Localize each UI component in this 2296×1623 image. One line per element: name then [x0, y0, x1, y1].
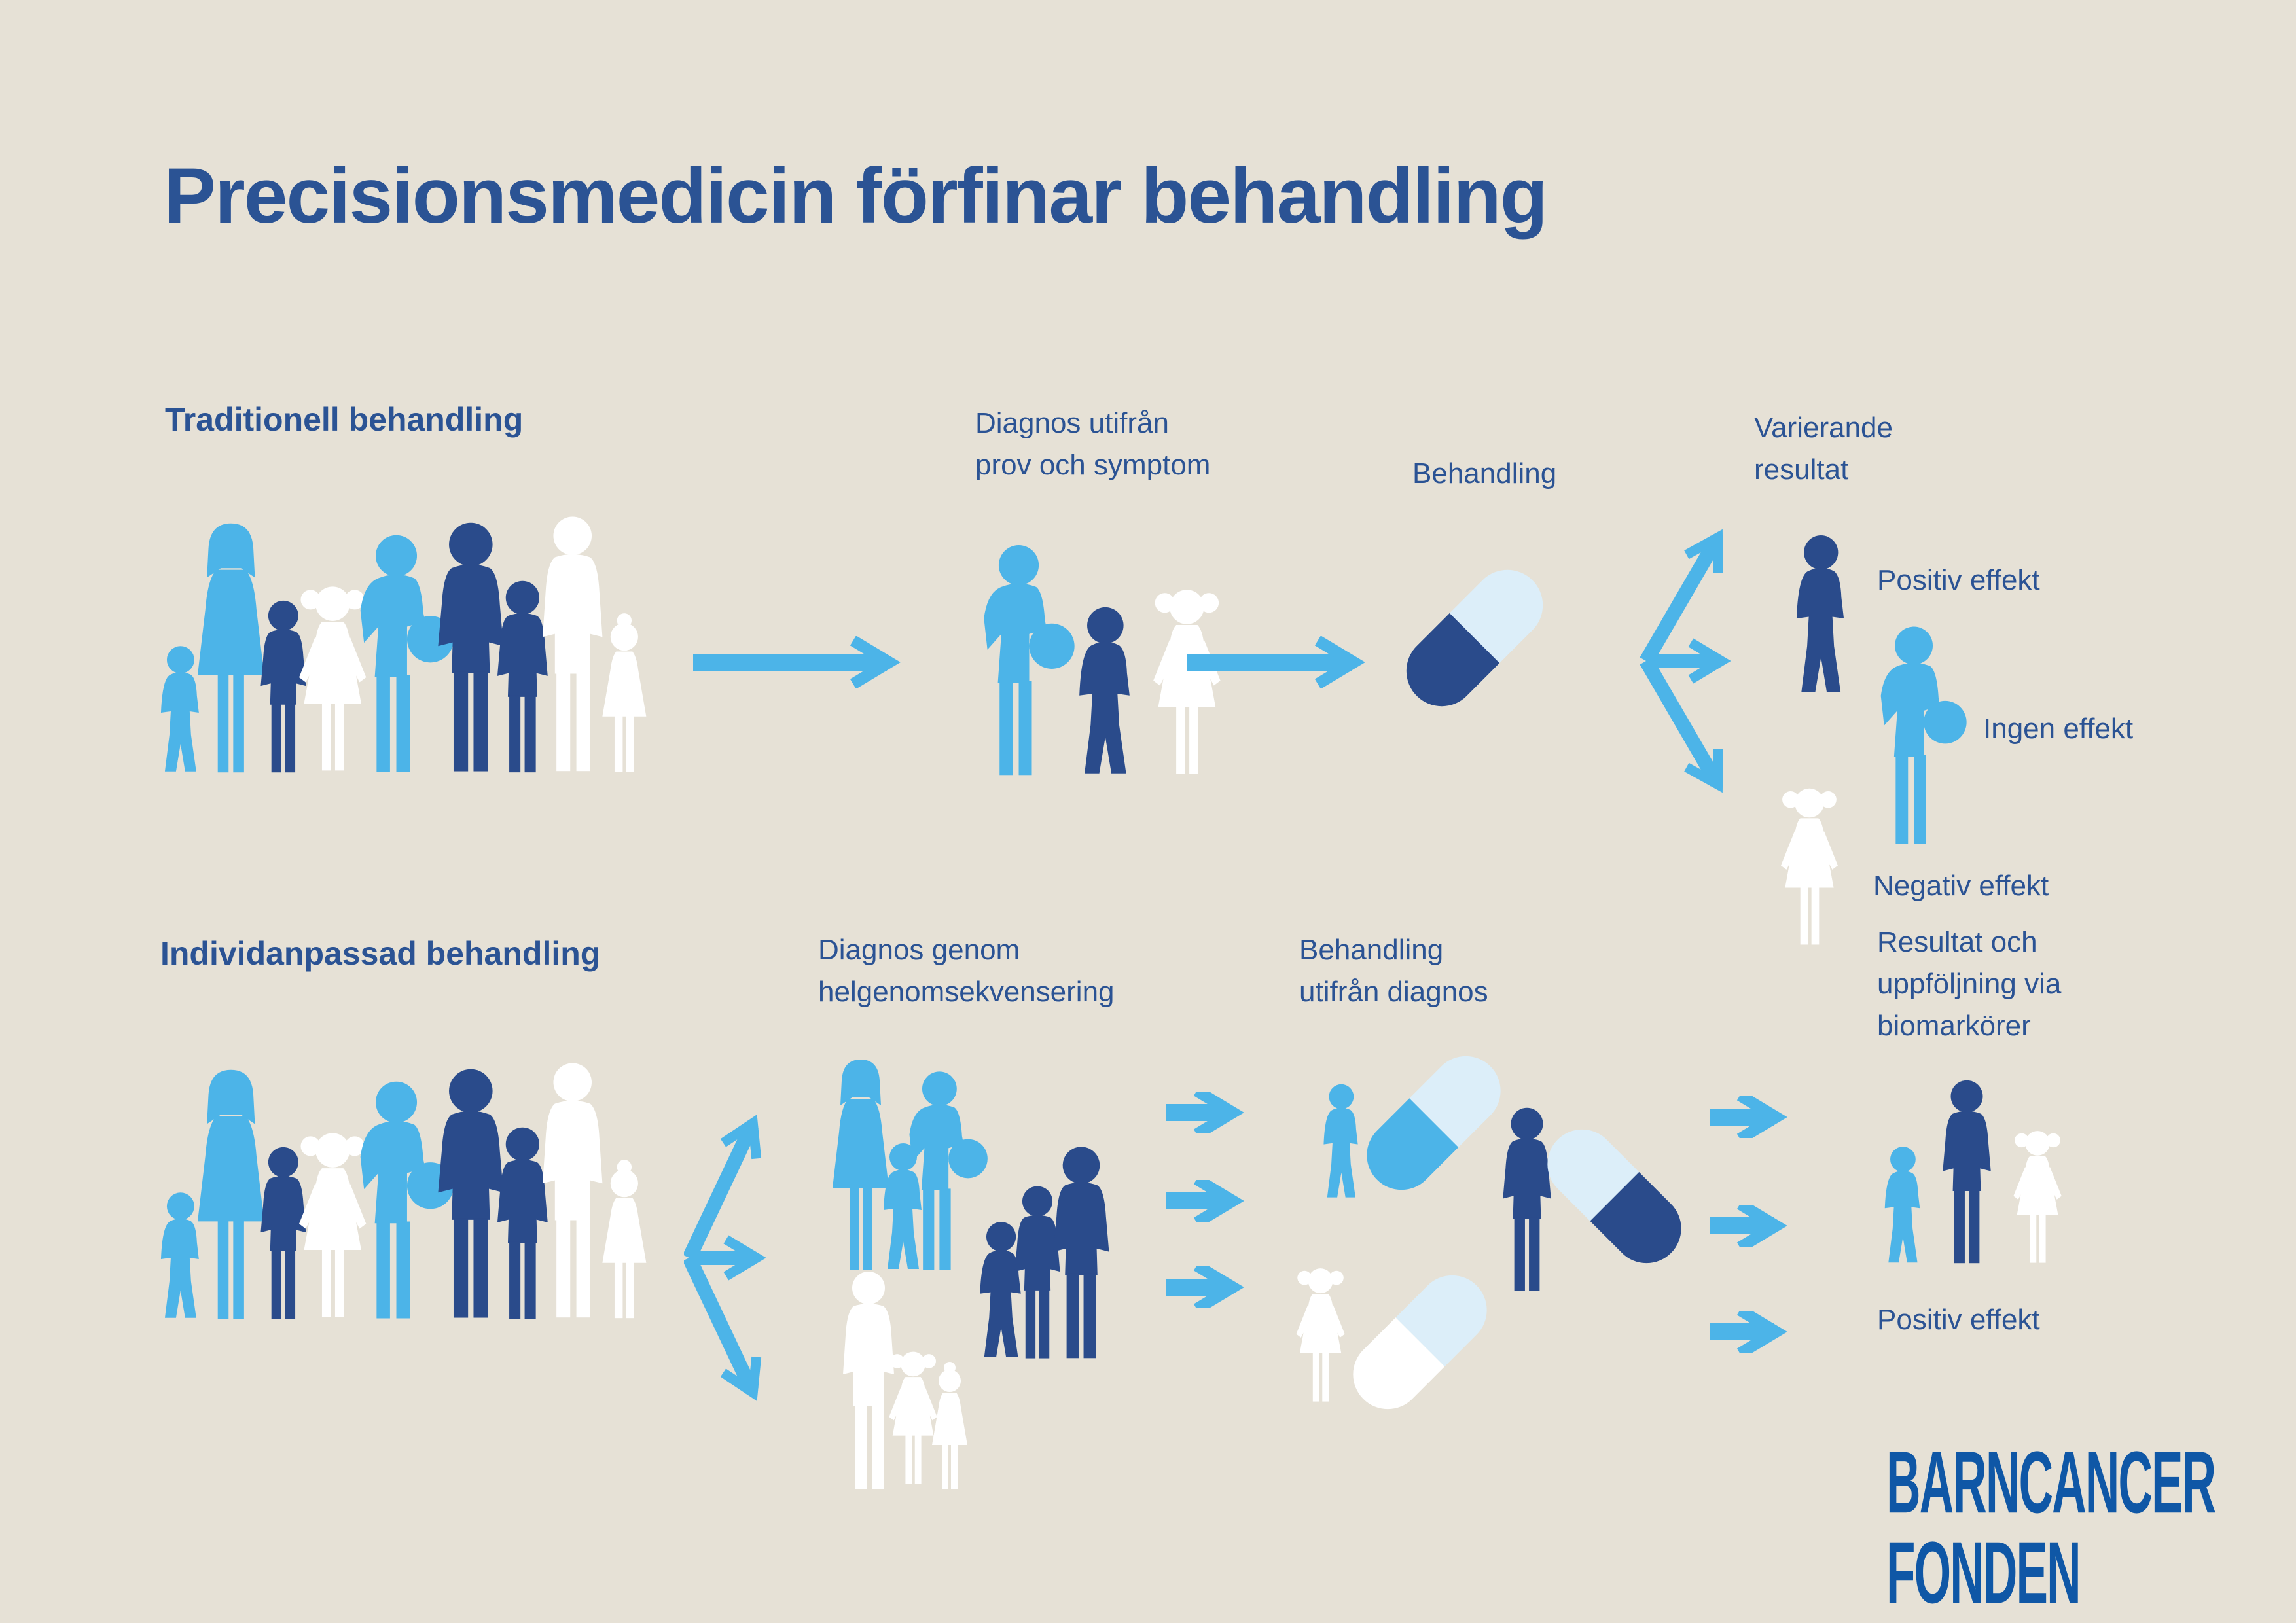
result-group-individual [1875, 1077, 2072, 1266]
arrow-right-icon [1187, 636, 1365, 688]
logo-line-2: FONDEN [1886, 1524, 2081, 1622]
toddler-icon [1784, 533, 1857, 697]
arrow-right-icon [1166, 1266, 1244, 1308]
boy-with-ball-icon [1873, 625, 1967, 847]
toddler-icon [1875, 1145, 1929, 1266]
girl-pigtails-icon [1770, 782, 1850, 949]
boy-icon [1043, 1145, 1120, 1361]
section-title-traditional: Traditionell behandling [165, 401, 524, 438]
arrow-right-icon [1710, 1205, 1787, 1247]
patient-group-traditional [151, 520, 661, 776]
label-treatment-individual: Behandling utifrån diagnos [1299, 934, 1488, 1008]
girl-bun-icon [588, 1158, 661, 1322]
sequenced-group-white [831, 1270, 979, 1492]
label-varying-results: Varierande resultat [1754, 412, 1893, 486]
patient-group-individual [151, 1067, 661, 1322]
label-negative-effect: Negativ effekt [1873, 870, 2049, 902]
girl-pigtails-icon [1287, 1263, 1355, 1405]
section-title-individual: Individanpassad behandling [160, 935, 601, 972]
label-results-biomarkers: Resultat och uppföljning via biomarkörer [1877, 926, 2062, 1042]
pill-icon [1352, 1041, 1515, 1205]
label-no-effect: Ingen effekt [1983, 713, 2134, 745]
label-diagnosis-individual: Diagnos genom helgenomsekvensering [818, 934, 1115, 1008]
fork-arrow-icon [684, 1115, 766, 1401]
barncancerfonden-logo: BARNCANCER FONDEN [1886, 1433, 2216, 1622]
label-positive-effect: Positiv effekt [1877, 564, 2040, 596]
sequenced-group-navy [969, 1145, 1120, 1361]
girl-bun-icon [920, 1361, 979, 1492]
page-title: Precisionsmedicin förfinar behandling [164, 152, 1548, 240]
toddler-icon [1066, 605, 1143, 779]
arrow-right-icon [1710, 1096, 1787, 1138]
girl-bun-icon [588, 612, 661, 776]
arrow-right-icon [693, 636, 901, 688]
fork-arrow-icon [1640, 529, 1731, 793]
boy-icon [1494, 1106, 1560, 1294]
boy-with-ball-icon [975, 543, 1075, 779]
sequenced-group-sky [818, 1057, 988, 1273]
arrow-right-icon [1166, 1180, 1244, 1222]
arrow-right-icon [1710, 1311, 1787, 1353]
arrow-right-icon [1166, 1092, 1244, 1133]
logo-line-1: BARNCANCER [1886, 1433, 2216, 1531]
pill-icon [1391, 555, 1558, 721]
toddler-icon [1314, 1083, 1367, 1201]
pill-icon [1338, 1260, 1501, 1424]
label-treatment-traditional: Behandling [1412, 457, 1557, 490]
label-positive-effect-individual: Positiv effekt [1877, 1304, 2040, 1336]
girl-pigtails-icon [2004, 1126, 2072, 1266]
label-diagnosis-traditional: Diagnos utifrån prov och symptom [975, 407, 1211, 481]
boy-icon [1933, 1079, 2000, 1266]
